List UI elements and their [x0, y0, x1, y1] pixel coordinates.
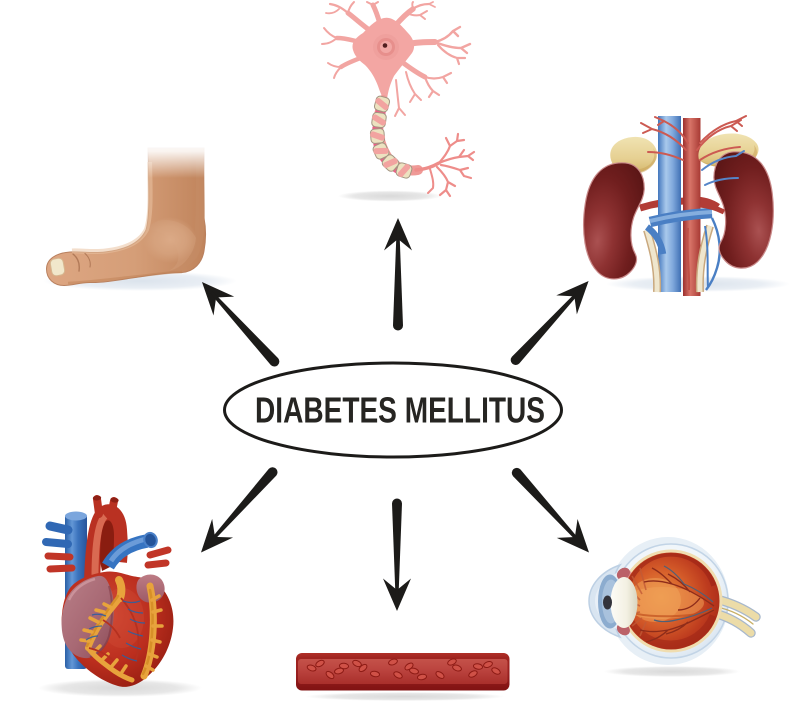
svg-text:DIABETES MELLITUS: DIABETES MELLITUS — [255, 390, 545, 431]
